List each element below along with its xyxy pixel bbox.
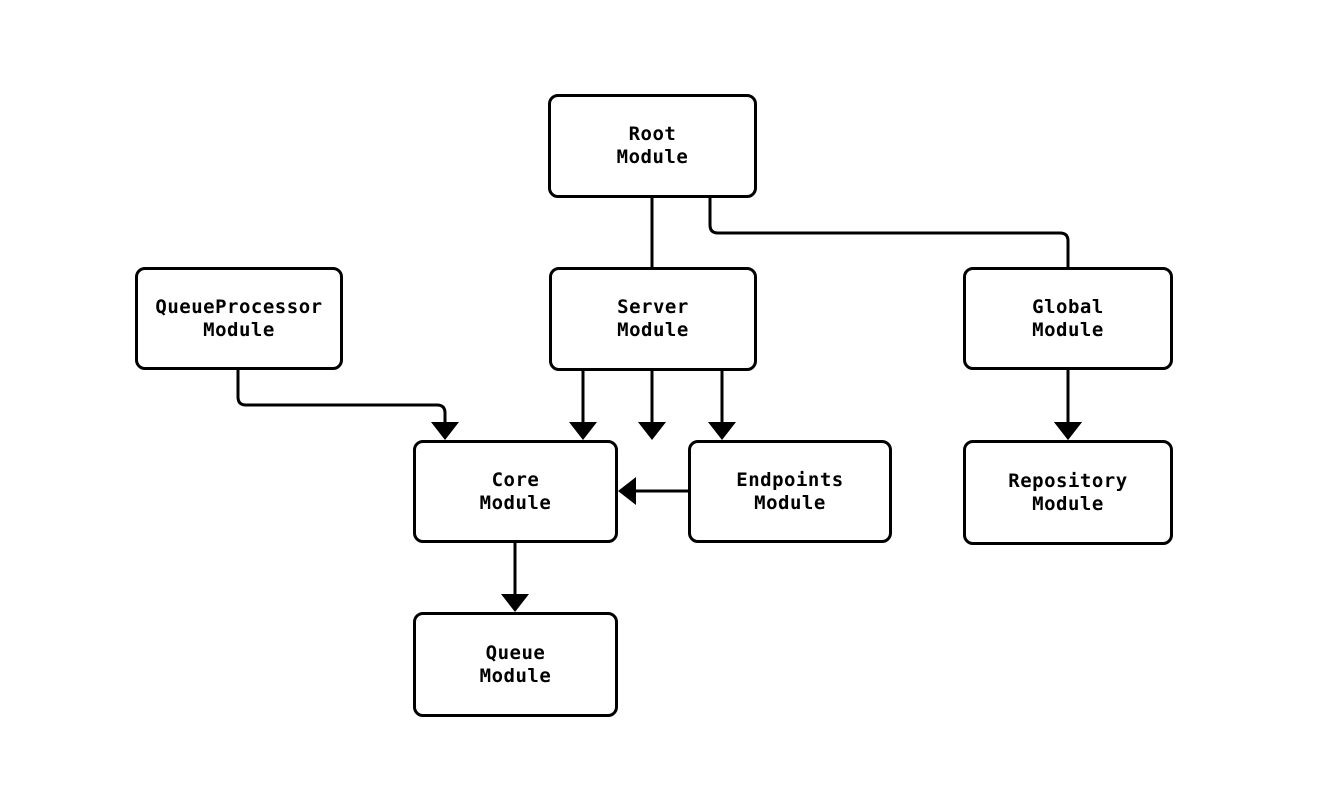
node-endpoints-module: Endpoints Module (688, 440, 892, 543)
edge-core-to-queue (501, 543, 529, 612)
edge-queueprocessor-to-core (236, 370, 459, 440)
arrowhead-icon (501, 594, 529, 612)
arrowhead-icon (569, 422, 597, 440)
edge-server-to-core (569, 371, 597, 440)
node-root-module: Root Module (548, 94, 757, 198)
node-server-module: Server Module (549, 267, 757, 371)
node-global-module: Global Module (963, 267, 1173, 370)
node-core-module: Core Module (413, 440, 618, 543)
node-repository-module: Repository Module (963, 440, 1173, 545)
arrowhead-icon (1054, 422, 1082, 440)
edge-global-to-repository (1054, 370, 1082, 440)
arrowhead-icon (431, 422, 459, 440)
arrowhead-icon (708, 422, 736, 440)
arrowhead-icon (618, 477, 636, 505)
node-queue-module: Queue Module (413, 612, 618, 717)
edge-endpoints-to-core (618, 477, 688, 505)
arrowhead-icon (638, 422, 666, 440)
edge-server-to-endpoints (708, 371, 736, 440)
node-queueprocessor-module: QueueProcessor Module (135, 267, 343, 370)
